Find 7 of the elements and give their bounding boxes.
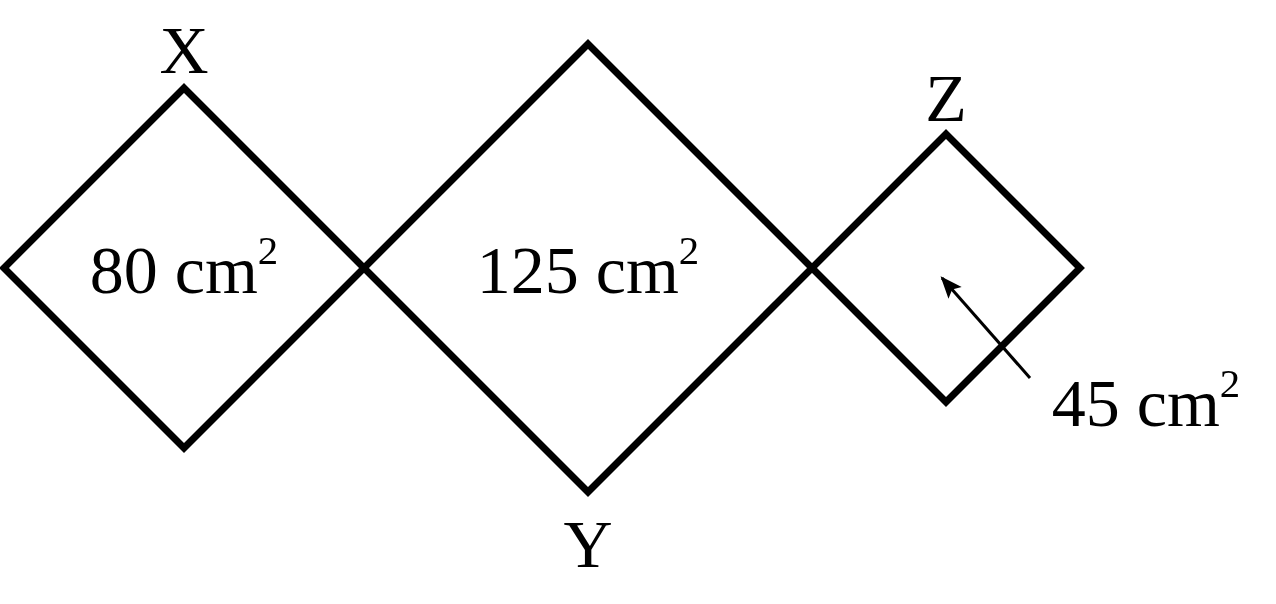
vertex-label: Y xyxy=(563,510,613,578)
leader-arrow xyxy=(940,276,1032,379)
vertex-label: Z xyxy=(925,64,967,132)
area-label: 125 cm$^{2}$ xyxy=(476,236,700,304)
vertex-label: X xyxy=(159,16,209,84)
area-label: 80 cm$^{2}$ xyxy=(89,236,279,304)
area-label: 45 cm$^{2}$ xyxy=(1051,369,1241,437)
